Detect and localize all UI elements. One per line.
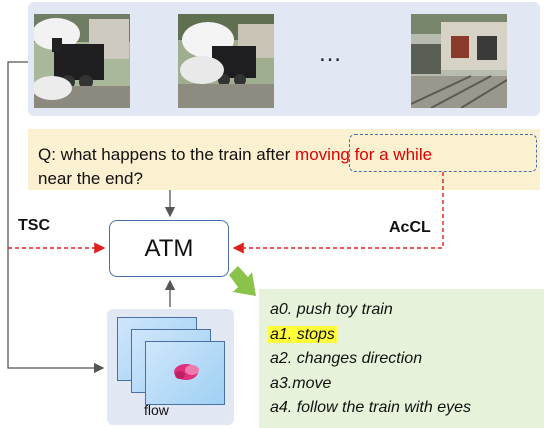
question-prefix: Q: what happens to the train after bbox=[38, 145, 296, 164]
question-box bbox=[28, 129, 540, 190]
answer-option-a2: a2. changes direction bbox=[270, 350, 423, 367]
highlight-dashed-frame bbox=[349, 134, 537, 172]
video-frames-panel bbox=[28, 2, 540, 116]
video-frame-1 bbox=[34, 14, 130, 108]
answers-list: a0. push toy train a1. stops a2. changes… bbox=[268, 298, 471, 421]
flow-label: flow bbox=[144, 402, 169, 418]
flow-blob-icon bbox=[174, 364, 199, 380]
green-output-arrow-icon bbox=[229, 266, 256, 296]
answer-option-a1: a1. stops bbox=[268, 323, 471, 348]
video-frame-n bbox=[411, 14, 507, 108]
flow-card-front bbox=[145, 341, 225, 405]
frames-to-flow-connector bbox=[7, 61, 105, 374]
atm-box: ATM bbox=[109, 220, 229, 277]
answer-option-a0: a0. push toy train bbox=[270, 301, 393, 318]
question-suffix: near the end? bbox=[38, 169, 143, 188]
answer-option-a4: a4. follow the train with eyes bbox=[270, 399, 471, 416]
atm-label: ATM bbox=[144, 234, 194, 262]
question-text: Q: what happens to the train after movin… bbox=[38, 143, 538, 191]
video-frame-2 bbox=[178, 14, 274, 108]
accl-label: AcCL bbox=[389, 219, 431, 236]
answers-box bbox=[259, 289, 544, 428]
accl-arrow bbox=[232, 172, 444, 254]
frames-ellipsis: … bbox=[318, 40, 344, 67]
question-highlight: moving for a while bbox=[295, 145, 433, 164]
tsc-label: TSC bbox=[18, 217, 50, 234]
answer-highlight: a1. stops bbox=[268, 325, 337, 343]
answer-option-a3: a3.move bbox=[270, 374, 332, 392]
flow-panel bbox=[107, 309, 234, 425]
